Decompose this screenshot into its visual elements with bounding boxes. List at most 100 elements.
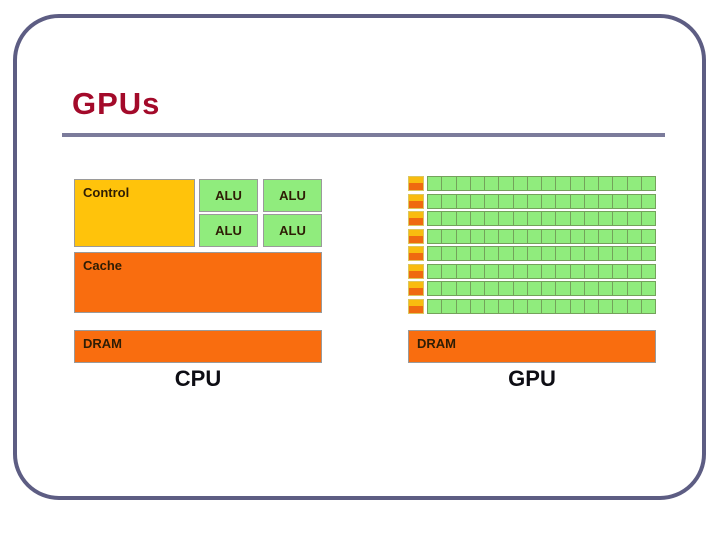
gpu-alu-cell (527, 282, 541, 295)
gpu-alu-cell (641, 264, 655, 278)
gpu-alu-cell (613, 247, 627, 260)
gpu-alu-cell (570, 247, 584, 260)
gpu-alu-cell (584, 264, 598, 278)
gpu-alu-cell (613, 177, 627, 190)
gpu-alu-cell (556, 229, 570, 243)
gpu-alu-cell (556, 247, 570, 260)
gpu-alu-cell (470, 194, 484, 208)
gpu-row (408, 246, 656, 261)
gpu-alu-cell (499, 177, 513, 190)
gpu-alu-cell (613, 212, 627, 225)
gpu-alu-cell (584, 194, 598, 208)
gpu-alu-cell (470, 264, 484, 278)
gpu-alu-cell (584, 177, 598, 190)
gpu-alu-cell (456, 282, 470, 295)
gpu-alu-cell (513, 247, 527, 260)
slide-border-frame (13, 14, 706, 500)
gpu-alu-cell (542, 229, 556, 243)
gpu-alu-cell (627, 212, 641, 225)
gpu-alu-strip (427, 176, 656, 191)
gpu-alu-cell (641, 299, 655, 313)
gpu-alu-cell (513, 212, 527, 225)
gpu-dram-box: DRAM (408, 330, 656, 363)
gpu-alu-cell (485, 299, 499, 313)
gpu-alu-cell (485, 212, 499, 225)
gpu-alu-cell (627, 177, 641, 190)
gpu-alu-cell (456, 194, 470, 208)
gpu-alu-cell (485, 247, 499, 260)
gpu-alu-cell (442, 299, 456, 313)
gpu-alu-cell (542, 247, 556, 260)
gpu-alu-cell (570, 229, 584, 243)
gpu-alu-cell (584, 299, 598, 313)
gpu-alu-cell (513, 282, 527, 295)
gpu-alu-cell (513, 264, 527, 278)
gpu-alu-strip (427, 246, 656, 261)
gpu-alu-cell (584, 247, 598, 260)
gpu-alu-cell (470, 247, 484, 260)
gpu-alu-cell (456, 264, 470, 278)
gpu-row (408, 176, 656, 191)
gpu-alu-cell (627, 247, 641, 260)
cpu-alu-label: ALU (279, 223, 306, 238)
gpu-alu-cell (470, 212, 484, 225)
gpu-alu-cell (584, 229, 598, 243)
gpu-alu-cell (428, 212, 442, 225)
gpu-alu-cell (470, 299, 484, 313)
gpu-alu-cell (485, 194, 499, 208)
gpu-alu-cell (527, 247, 541, 260)
gpu-alu-cell (499, 194, 513, 208)
gpu-alu-strip (427, 193, 656, 209)
gpu-alu-cell (627, 299, 641, 313)
gpu-alu-cell (613, 194, 627, 208)
gpu-alu-cell (485, 177, 499, 190)
gpu-alu-cell (456, 299, 470, 313)
cpu-cache-label: Cache (83, 258, 123, 273)
cpu-dram-label: DRAM (83, 336, 122, 351)
gpu-row (408, 228, 656, 244)
gpu-alu-cell (513, 229, 527, 243)
gpu-alu-cell (556, 177, 570, 190)
gpu-alu-cell (556, 299, 570, 313)
gpu-alu-cell (428, 264, 442, 278)
gpu-alu-cell (442, 247, 456, 260)
gpu-alu-cell (627, 282, 641, 295)
gpu-alu-cell (556, 212, 570, 225)
gpu-control-cache-cell (408, 228, 424, 244)
gpu-row (408, 263, 656, 279)
cpu-cache-box: Cache (74, 252, 322, 313)
gpu-control-cache-cell (408, 246, 424, 261)
gpu-alu-cell (570, 282, 584, 295)
gpu-alu-strip (427, 298, 656, 314)
gpu-alu-cell (599, 264, 613, 278)
gpu-alu-cell (556, 264, 570, 278)
gpu-alu-cell (641, 282, 655, 295)
gpu-alu-cell (599, 177, 613, 190)
gpu-alu-cell (584, 212, 598, 225)
gpu-alu-cell (513, 177, 527, 190)
gpu-alu-cell (599, 299, 613, 313)
gpu-alu-cell (499, 229, 513, 243)
gpu-alu-cell (428, 247, 442, 260)
gpu-alu-cell (627, 264, 641, 278)
gpu-alu-cell (542, 299, 556, 313)
gpu-control-cache-cell (408, 298, 424, 314)
gpu-control-cache-cell (408, 193, 424, 209)
gpu-alu-cell (499, 212, 513, 225)
gpu-alu-cell (613, 282, 627, 295)
gpu-alu-cell (613, 229, 627, 243)
gpu-alu-cell (641, 212, 655, 225)
gpu-row (408, 211, 656, 226)
gpu-control-cache-cell (408, 211, 424, 226)
cpu-control-box: Control (74, 179, 195, 247)
gpu-alu-cell (428, 282, 442, 295)
gpu-alu-cell (613, 264, 627, 278)
gpu-alu-strip (427, 211, 656, 226)
gpu-alu-cell (599, 194, 613, 208)
gpu-alu-cell (456, 229, 470, 243)
gpu-alu-cell (513, 299, 527, 313)
gpu-alu-cell (499, 282, 513, 295)
gpu-alu-cell (599, 229, 613, 243)
gpu-alu-cell (641, 229, 655, 243)
gpu-alu-cell (513, 194, 527, 208)
